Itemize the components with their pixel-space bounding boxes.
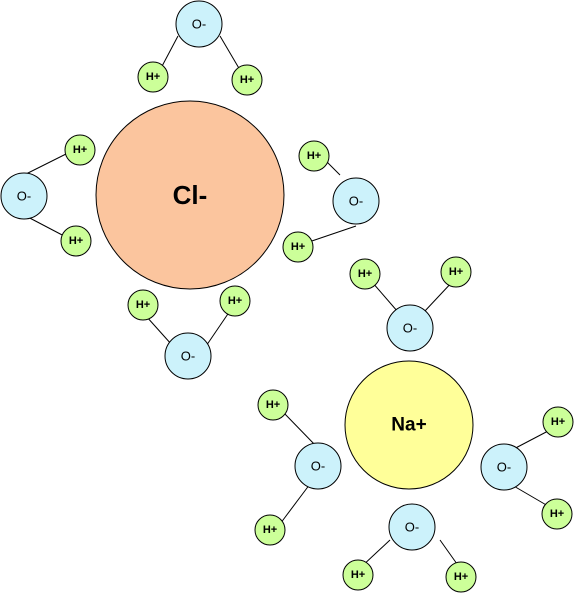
svg-text:H+: H+ [291,241,305,253]
hydrogen-atom: H+ [137,61,169,93]
oxygen-atom: O- [386,304,434,352]
svg-text:H+: H+ [454,571,468,583]
svg-text:O-: O- [181,349,195,364]
oxygen-atom: O- [480,443,528,491]
hydrogen-atom: H+ [64,134,96,166]
hydrogen-atom: H+ [257,389,289,421]
oxygen-atom: O- [0,172,48,220]
hydrogen-atom: H+ [445,561,477,593]
svg-text:H+: H+ [449,266,463,278]
svg-text:O-: O- [17,189,31,204]
svg-text:H+: H+ [551,416,565,428]
hydrogen-atom: H+ [342,559,374,591]
svg-text:H+: H+ [358,268,372,280]
svg-text:H+: H+ [307,150,321,162]
svg-text:H+: H+ [228,295,242,307]
hydrogen-atom: H+ [298,140,330,172]
hydrogen-atom: H+ [127,289,159,321]
svg-text:O-: O- [349,194,363,209]
svg-text:H+: H+ [263,524,277,536]
hydrogen-atom: H+ [541,498,573,530]
svg-text:H+: H+ [73,144,87,156]
hydrogen-atom: H+ [440,256,472,288]
svg-text:H+: H+ [136,299,150,311]
svg-text:O-: O- [311,459,325,474]
chloride-ion: Cl- [95,100,285,290]
hydrogen-atoms: H+ H+ H+ H+ H+ H+ H+ H+ H+ H+ H+ H+ H+ H… [60,61,574,593]
hydrogen-atom: H+ [542,406,574,438]
hydrogen-atom: H+ [219,285,251,317]
svg-text:H+: H+ [550,508,564,520]
svg-text:O-: O- [403,321,417,336]
svg-text:H+: H+ [69,235,83,247]
sodium-ion: Na+ [344,360,474,490]
svg-text:H+: H+ [266,399,280,411]
svg-text:H+: H+ [146,71,160,83]
oxygen-atom: O- [332,177,380,225]
svg-text:H+: H+ [240,74,254,86]
hydrogen-atom: H+ [231,64,263,96]
oxygen-atom: O- [388,503,436,551]
svg-text:O-: O- [405,520,419,535]
hydrogen-atom: H+ [60,225,92,257]
oxygen-atom: O- [164,332,212,380]
svg-text:O-: O- [192,17,206,32]
svg-text:H+: H+ [351,569,365,581]
oxygen-atoms: O- O- O- O- O- O- O- O- [0,0,528,551]
oxygen-atom: O- [294,442,342,490]
sodium-label: Na+ [391,415,426,436]
hydrogen-atom: H+ [254,514,286,546]
hydrogen-atom: H+ [282,231,314,263]
bond-lines [23,35,551,572]
hydrogen-atom: H+ [349,258,381,290]
svg-text:O-: O- [497,460,511,475]
oxygen-atom: O- [175,0,223,48]
chloride-label: Cl- [173,180,208,210]
